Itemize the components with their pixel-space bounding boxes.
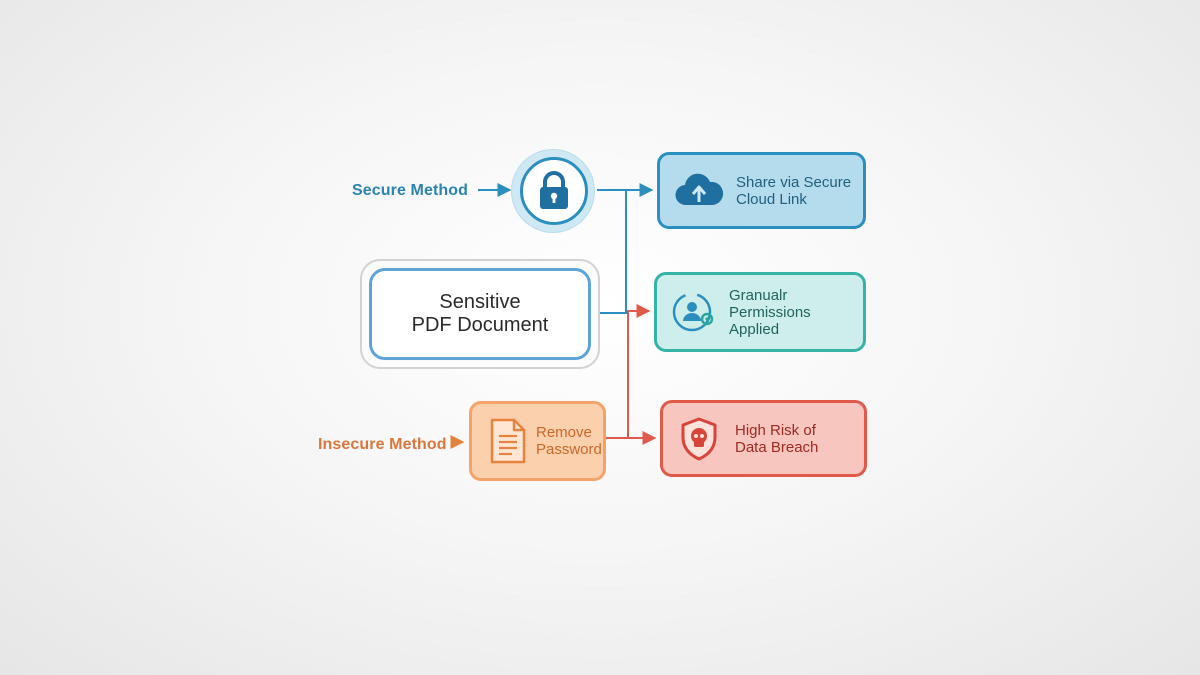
cloud-text-line2: Cloud Link xyxy=(736,190,807,208)
document-title-line1: Sensitive xyxy=(439,291,521,313)
risk-text-line2: Data Breach xyxy=(735,438,819,456)
permissions-card-text: Granualr Permissions Applied xyxy=(729,287,811,338)
cloud-card-text: Share via Secure Cloud Link xyxy=(736,174,851,208)
high-risk-card: High Risk of Data Breach xyxy=(660,400,867,477)
remove-text-line2: Password xyxy=(536,441,602,458)
document-to-cloud-connector xyxy=(600,190,627,314)
remove-card-text: Remove Password xyxy=(536,424,602,458)
document-title-line2: PDF Document xyxy=(411,314,549,336)
permissions-text-line2: Permissions xyxy=(729,303,811,321)
insecure-method-label: Insecure Method xyxy=(318,436,447,453)
share-cloud-link-card: Share via Secure Cloud Link xyxy=(657,152,866,229)
risk-text-line1: High Risk of xyxy=(735,421,816,439)
lock-icon xyxy=(540,171,568,209)
remove-text-line1: Remove xyxy=(536,424,592,441)
permissions-text-line1: Granualr xyxy=(729,286,788,304)
secure-method-label: Secure Method xyxy=(352,182,468,199)
permissions-text-line3: Applied xyxy=(729,320,780,338)
granular-permissions-card: Granualr Permissions Applied xyxy=(654,272,866,352)
remove-password-card: Remove Password xyxy=(469,401,606,481)
user-permissions-icon xyxy=(671,289,717,335)
document-icon xyxy=(488,417,528,465)
lock-node xyxy=(520,157,588,225)
cloud-upload-icon xyxy=(674,171,724,211)
cloud-text-line1: Share via Secure xyxy=(736,173,852,191)
risk-card-text: High Risk of Data Breach xyxy=(735,422,818,456)
sensitive-document-node: Sensitive PDF Document xyxy=(369,268,591,360)
skull-shield-icon xyxy=(679,417,719,461)
remove-to-permissions-connector xyxy=(627,304,651,438)
